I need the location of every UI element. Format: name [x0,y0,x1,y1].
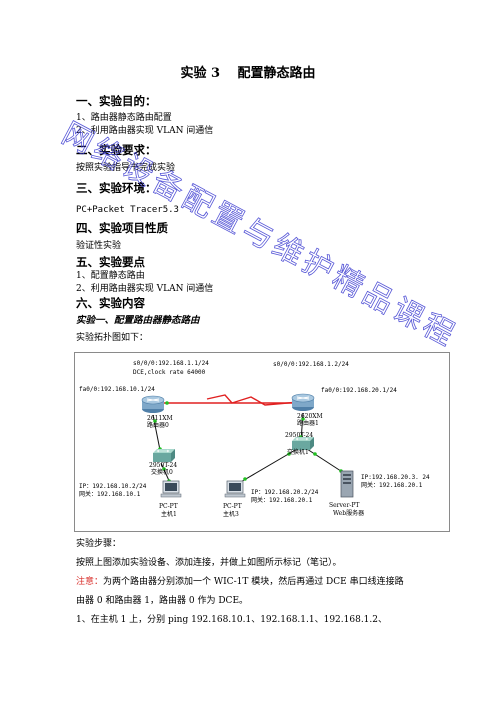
note-label: 注意： [76,577,104,587]
port-dot [313,452,317,456]
heading-project-nature: 四、实验项目性质 [76,221,168,235]
server-gateway-label: 网关：192.168.20.1 [361,482,423,489]
note-text: 为两个路由器分别添加一个 WIC-1T 模块，然后再通过 DCE 串口线连接路 [103,577,404,587]
r0-model-label: 2611XM [147,415,173,422]
step-instruction: 按照上图添加实验设备、添加连接，并做上如图所示标记（笔记）。 [76,558,342,568]
step-1-text: 1、在主机 1 上，分别 ping 192.168.10.1、192.168.1… [76,615,387,625]
heading-content: 六、实验内容 [76,296,145,310]
pc-3-icon[interactable] [224,480,246,498]
topology-svg [141,393,354,498]
topology-diagram: s0/0/0:192.168.1.1/24 DCE,clock rate 640… [74,352,450,532]
port-dot [153,419,157,423]
port-dot [165,401,169,405]
r0-name-label: 路由器0 [147,422,169,429]
r0-dce-label: DCE,clock rate 64000 [133,369,206,376]
router-0-icon[interactable] [141,395,165,413]
r1-serial-label: s0/0/0:192.168.1.2/24 [273,361,349,368]
sw1-name-label: 交换机1 [287,449,309,456]
heading-key-points: 五、实验要点 [76,255,145,269]
sw1-model-label: 2950T-24 [285,432,314,439]
key-point-1: 1、配置静态路由 [76,271,145,281]
pc1-name-label: 主机1 [161,511,177,518]
purpose-item-2: 2、利用路由器实现 VLAN 间通信 [76,126,214,136]
requirements-text: 按照实验指导书完成实验 [76,163,176,173]
pc-1-icon[interactable] [160,480,182,498]
port-dot [287,452,291,456]
server-name-label: Web服务器 [333,510,365,517]
server-icon[interactable] [340,470,354,498]
port-dot [243,477,247,481]
r1-model-label: 2620XM [297,413,323,420]
purpose-item-1: 1、路由器静态路由配置 [76,113,172,123]
pc3-name-label: 主机3 [223,511,239,518]
serial-link-zigzag [206,394,300,406]
router-1-icon[interactable] [291,393,315,411]
switch-0-icon[interactable] [153,449,175,462]
pc3-model-label: PC-PT [223,503,242,510]
heading-environment: 三、实验环境： [76,181,157,195]
port-dot [301,417,305,421]
page-title: 实验 3 配置静态路由 [180,66,316,81]
heading-requirements: 二、实验要求： [76,143,157,157]
sw0-name-label: 交换机0 [151,469,173,476]
heading-purpose: 一、实验目的： [76,94,157,108]
sw0-model-label: 2950T-24 [149,462,178,469]
note-line-2: 由器 0 和路由器 1，路由器 0 作为 DCE。 [76,596,249,606]
pc1-ip-label: IP：192.168.10.2/24 [79,483,147,490]
server-model-label: Server-PT [329,502,360,509]
r1-fa-label: fa0/0:192.168.20.1/24 [321,387,397,394]
key-point-2: 2、利用路由器实现 VLAN 间通信 [76,284,214,294]
switch-1-icon[interactable] [292,437,314,450]
pc3-ip-label: IP：192.168.20.2/24 [251,489,319,496]
steps-label: 实验步骤： [76,539,122,549]
r1-name-label: 路由器1 [297,420,319,427]
pc1-model-label: PC-PT [159,503,178,510]
project-nature-text: 验证性实验 [76,241,122,251]
r0-fa-label: fa0/0:192.168.10.1/24 [79,386,155,393]
diagram-caption: 实验拓扑图如下： [76,333,149,343]
server-ip-label: IP:192.168.20.3. 24 [361,474,430,481]
experiment-subheading: 实验一、配置路由器静态路由 [76,315,200,326]
environment-text: PC+Packet Tracer5.3 [76,205,179,215]
r0-serial-label: s0/0/0:192.168.1.1/24 [133,360,209,367]
pc3-gateway-label: 网关：192.168.20.1 [251,497,313,504]
port-dot [162,467,166,471]
pc1-gateway-label: 网关：192.168.10.1 [79,491,141,498]
note-line-1: 注意：为两个路由器分别添加一个 WIC-1T 模块，然后再通过 DCE 串口线连… [76,578,404,587]
